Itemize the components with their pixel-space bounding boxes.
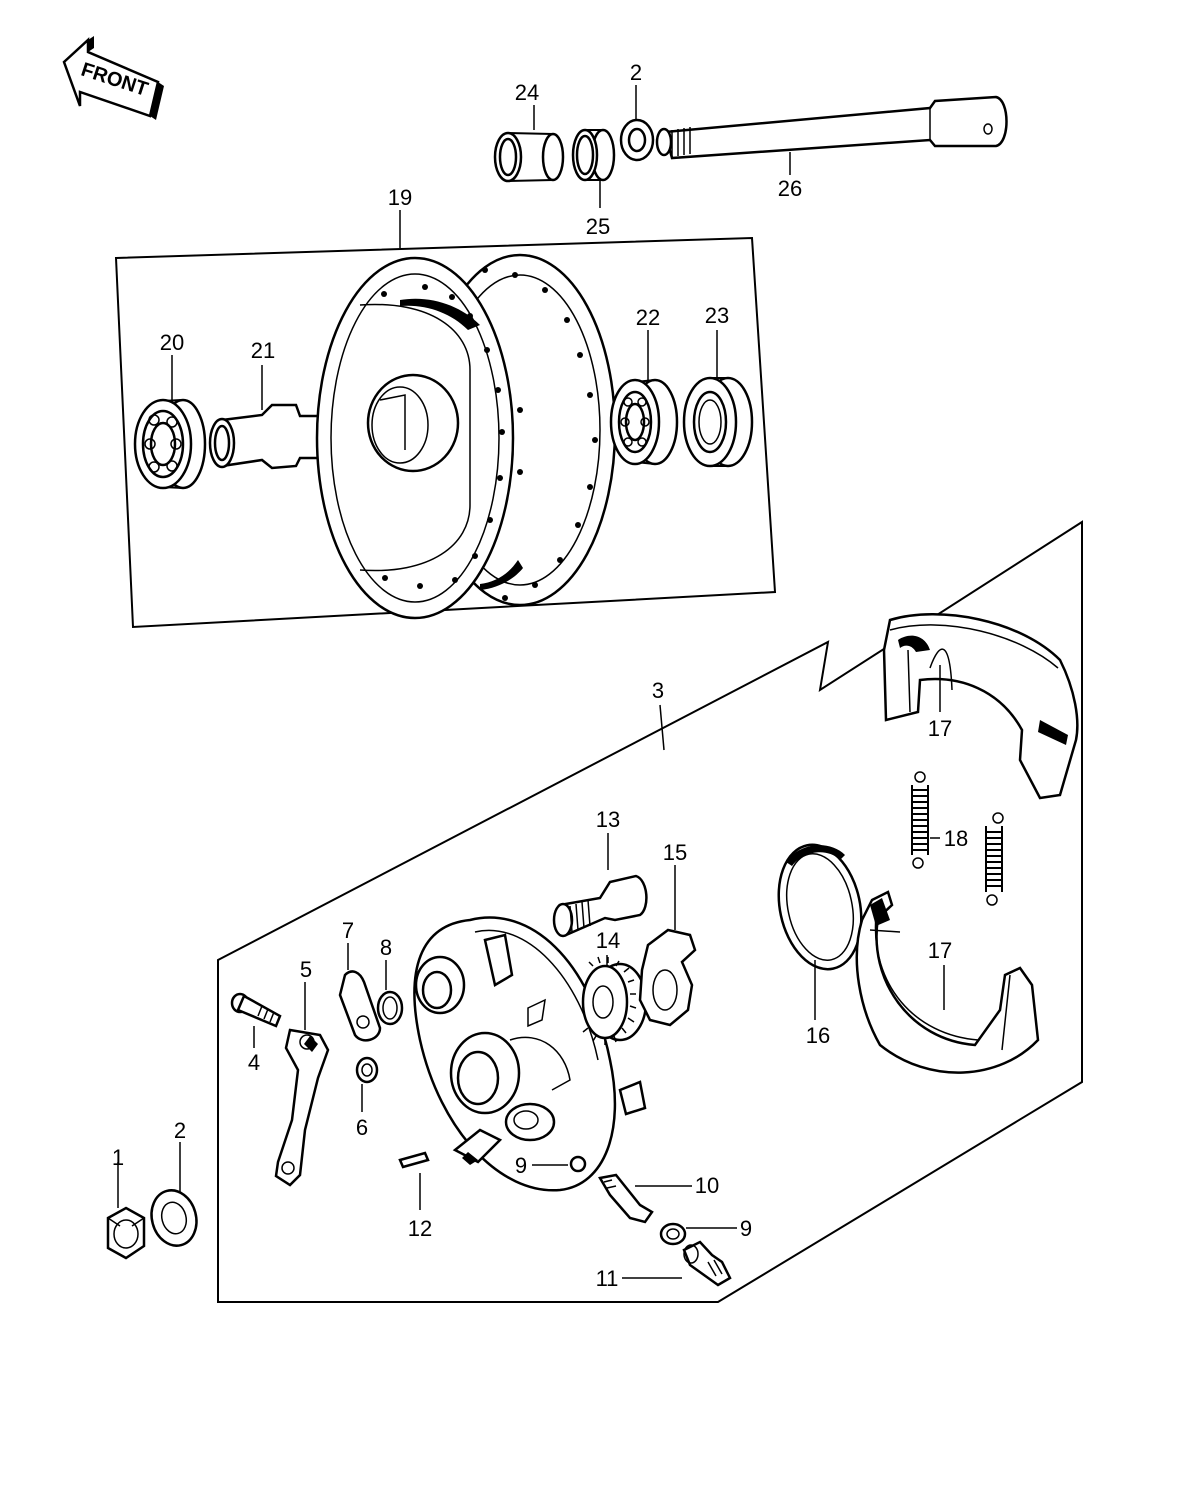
oil-seal-23 <box>682 376 754 468</box>
callout-18: 18 <box>944 826 968 851</box>
callout-26: 26 <box>778 176 802 201</box>
spring-18-left <box>911 771 929 869</box>
callout-16: 16 <box>806 1023 830 1048</box>
bolt-4 <box>230 992 282 1028</box>
callout-24: 24 <box>515 80 539 105</box>
callout-17-lower: 17 <box>928 938 952 963</box>
collar-24 <box>493 131 565 183</box>
callout-10: 10 <box>695 1173 719 1198</box>
callout-2-top: 2 <box>630 60 642 85</box>
washer-2-lower <box>150 1189 198 1247</box>
callout-25: 25 <box>586 214 610 239</box>
nut-6 <box>355 1056 379 1084</box>
callout-7: 7 <box>342 918 354 943</box>
callout-3: 3 <box>652 678 664 703</box>
washer-9-lower <box>659 1222 687 1246</box>
callout-11: 11 <box>596 1266 619 1291</box>
leader-lines <box>117 85 945 1279</box>
brake-panel-plate <box>413 916 647 1192</box>
brake-shoe-17-lower <box>855 890 1040 1074</box>
brake-panel-assembly-outline <box>217 520 1083 1303</box>
wheel-hub-19 <box>315 253 617 620</box>
gear-14 <box>581 956 648 1045</box>
callout-2-lower: 2 <box>174 1118 186 1143</box>
axle-nut-1 <box>106 1206 146 1260</box>
callout-8: 8 <box>380 935 392 960</box>
callout-9-upper: 9 <box>515 1153 527 1178</box>
washer-2-top <box>619 118 655 162</box>
brake-lever-5 <box>274 1028 330 1187</box>
callout-21: 21 <box>251 338 275 363</box>
callout-17-upper: 17 <box>928 716 952 741</box>
callout-6: 6 <box>356 1115 368 1140</box>
callout-23: 23 <box>705 303 729 328</box>
hub-assembly-outline <box>114 236 777 629</box>
callout-15: 15 <box>663 840 687 865</box>
axle-26 <box>655 95 1008 160</box>
callout-20: 20 <box>160 330 184 355</box>
fitting-11 <box>682 1240 732 1287</box>
callout-4: 4 <box>248 1050 260 1075</box>
plate-15 <box>638 928 697 1027</box>
ring-16 <box>777 843 863 971</box>
bearing-20 <box>133 398 207 490</box>
bearing-22 <box>609 378 679 466</box>
brake-shoe-17-upper <box>882 613 1079 800</box>
shaft-13 <box>552 874 648 938</box>
callout-1: 1 <box>112 1145 124 1170</box>
part-10 <box>598 1173 654 1224</box>
part-7 <box>338 970 382 1042</box>
callout-labels: 24 2 25 26 19 20 21 22 23 3 17 18 17 16 … <box>112 60 968 1291</box>
callout-5: 5 <box>300 957 312 982</box>
o-ring-8 <box>376 990 404 1026</box>
spring-18-right <box>985 812 1004 906</box>
callout-12: 12 <box>408 1216 432 1241</box>
pin-12 <box>398 1151 430 1169</box>
front-arrow-icon: FRONT <box>62 36 164 120</box>
callout-13: 13 <box>596 807 620 832</box>
callout-9-lower: 9 <box>740 1216 752 1241</box>
callout-14: 14 <box>596 928 620 953</box>
spacer-25 <box>571 128 616 182</box>
callout-22: 22 <box>636 305 660 330</box>
callout-19: 19 <box>388 185 412 210</box>
